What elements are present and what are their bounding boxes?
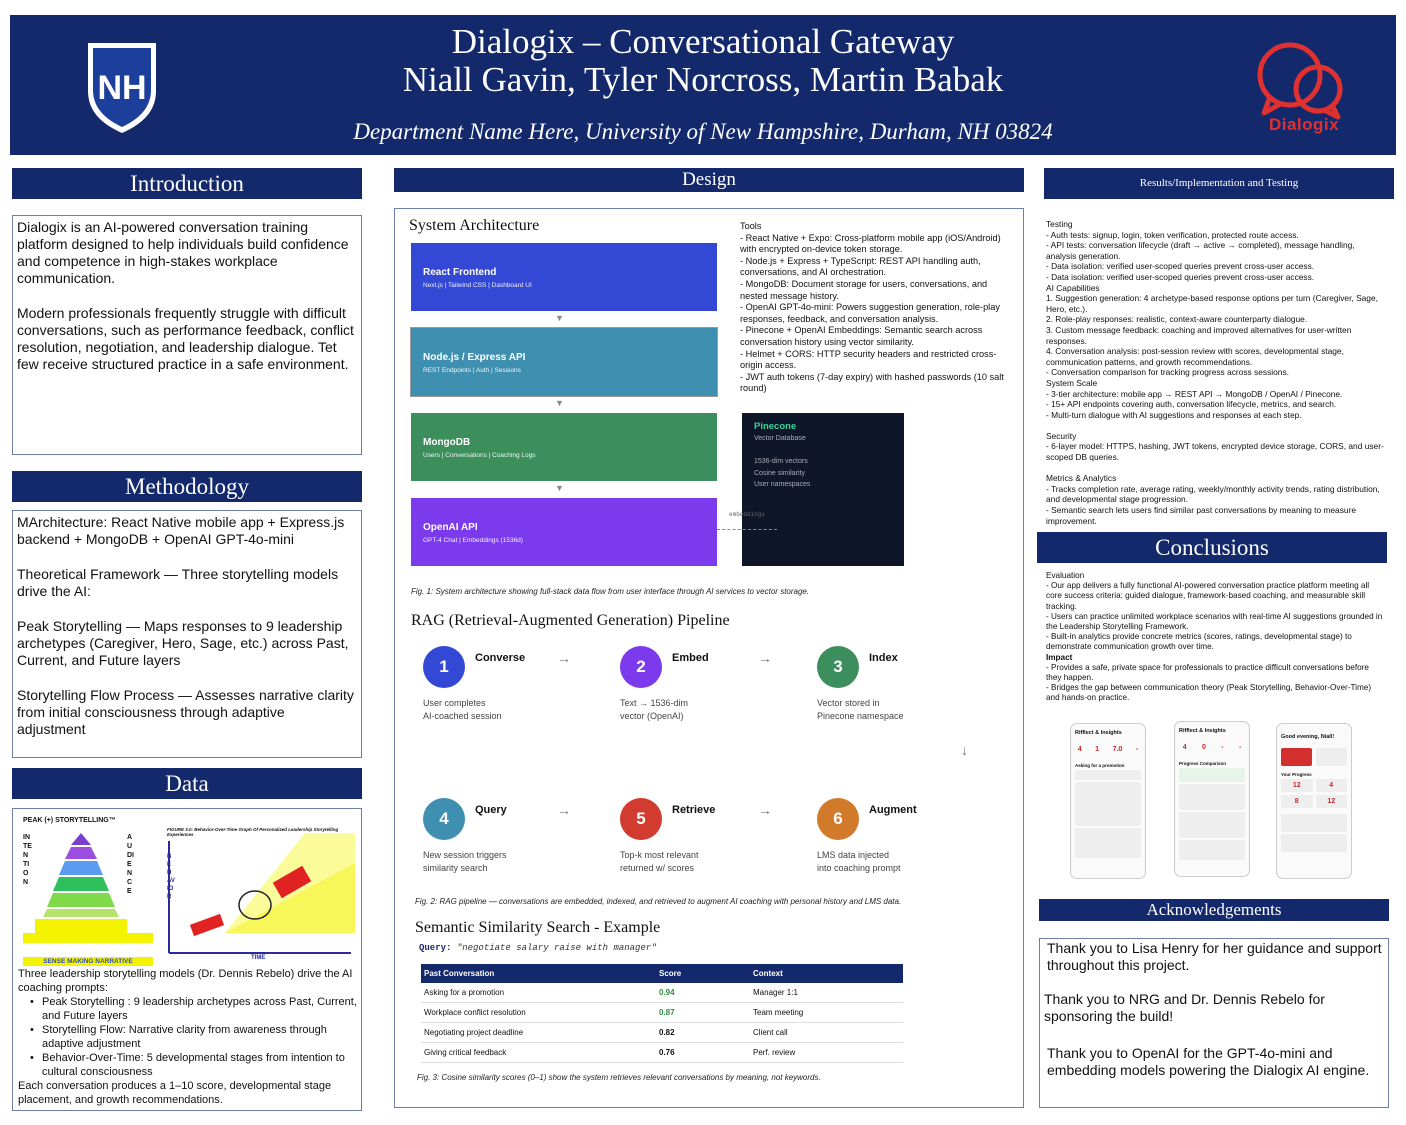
list-item: - Helmet + CORS: HTTP security headers a… bbox=[740, 348, 997, 371]
semantic-search-title: Semantic Similarity Search - Example bbox=[415, 919, 661, 936]
introduction-paragraph: Modern professionals frequently struggle… bbox=[17, 305, 354, 372]
list-item: - React Native + Expo: Cross-platform mo… bbox=[740, 232, 1001, 255]
design-panel: System Architecture React Frontend Next.… bbox=[394, 208, 1024, 1108]
arrow-down-icon: ▼ bbox=[555, 313, 564, 323]
tools-list: Tools - React Native + Expo: Cross-platf… bbox=[740, 221, 1008, 395]
similarity-table: Past Conversation Score Context Asking f… bbox=[421, 964, 903, 1063]
acknowledgements-panel: Thank you to Lisa Henry for her guidance… bbox=[1039, 938, 1389, 1108]
embeddings-connector bbox=[717, 529, 777, 530]
results-text: Testing - Auth tests: signup, login, tok… bbox=[1046, 219, 1384, 526]
figure-1-caption: Fig. 1: System architecture showing full… bbox=[411, 587, 810, 596]
dialogix-chat-bubbles-logo-icon bbox=[1257, 42, 1343, 120]
table-header-row: Past Conversation Score Context bbox=[421, 964, 903, 983]
poster-title: Dialogix – Conversational Gateway bbox=[451, 22, 955, 61]
arrow-right-icon: → bbox=[758, 650, 772, 666]
figure-3-caption: Fig. 3: Cosine similarity scores (0–1) s… bbox=[417, 1073, 821, 1082]
intention-letters: INTENTION bbox=[23, 834, 32, 886]
results-heading: Results/Implementation and Testing bbox=[1044, 168, 1394, 199]
figure-2-caption: Fig. 2: RAG pipeline — conversations are… bbox=[415, 897, 902, 906]
methodology-paragraph: Theoretical Framework — Three storytelli… bbox=[17, 566, 339, 599]
data-heading: Data bbox=[12, 768, 362, 799]
behavior-axis-label: BEHAVIOR bbox=[167, 854, 175, 900]
methodology-paragraph: MArchitecture: React Native mobile app +… bbox=[17, 514, 345, 547]
data-bullet-list: Peak Storytelling : 9 leadership archety… bbox=[18, 995, 358, 1079]
methodology-panel: MArchitecture: React Native mobile app +… bbox=[12, 510, 362, 758]
pinecone-block: Pinecone Vector Database 1536-dim vector… bbox=[742, 413, 904, 566]
arrow-down-icon: ↓ bbox=[961, 742, 968, 758]
peak-storytelling-title: PEAK (+) STORYTELLING™ bbox=[23, 817, 116, 824]
poster-department: Department Name Here, University of New … bbox=[353, 119, 1053, 144]
dialogix-logo-text: Dialogix bbox=[1268, 115, 1340, 134]
acknowledgement-paragraph: Thank you to NRG and Dr. Dennis Rebelo f… bbox=[1044, 991, 1325, 1024]
arch-block-mongodb: MongoDB Users | Conversations | Coaching… bbox=[411, 413, 717, 481]
acknowledgement-paragraph: Thank you to OpenAI for the GPT-4o-mini … bbox=[1047, 1045, 1370, 1078]
acknowledgements-heading: Acknowledgements bbox=[1039, 899, 1389, 921]
list-item: Behavior-Over-Time: 5 developmental stag… bbox=[30, 1051, 358, 1079]
arrow-right-icon: → bbox=[557, 650, 571, 666]
svg-text:NH: NH bbox=[97, 69, 146, 107]
table-row: Giving critical feedback 0.76 Perf. revi… bbox=[421, 1042, 903, 1063]
list-item: - Pinecone + OpenAI Embeddings: Semantic… bbox=[740, 325, 983, 347]
conclusions-heading: Conclusions bbox=[1037, 532, 1387, 563]
data-panel: PEAK (+) STORYTELLING™ INTENTION AUDIENC… bbox=[12, 808, 362, 1111]
poster-header: NH Dialogix – Conversational Gateway Nia… bbox=[10, 15, 1396, 155]
peak-pyramid-icon bbox=[35, 833, 127, 933]
behavior-over-time-title: FIGURE 3.0: Behavior-Over-Time Graph Of … bbox=[167, 827, 339, 837]
architecture-title: System Architecture bbox=[409, 217, 540, 234]
arrow-down-icon: ▼ bbox=[555, 483, 564, 493]
design-heading: Design bbox=[394, 168, 1024, 192]
embeddings-link-label: embeddings bbox=[729, 511, 766, 518]
poster-authors: Niall Gavin, Tyler Norcross, Martin Baba… bbox=[402, 60, 1004, 99]
arch-block-api: Node.js / Express API REST Endpoints | A… bbox=[410, 327, 718, 397]
time-axis-label: TIME bbox=[251, 955, 266, 961]
methodology-paragraph: Peak Storytelling — Maps responses to 9 … bbox=[17, 618, 349, 668]
arch-block-frontend: React Frontend Next.js | Tailwind CSS | … bbox=[411, 243, 717, 311]
methodology-heading: Methodology bbox=[12, 471, 362, 502]
methodology-paragraph: Storytelling Flow Process — Assesses nar… bbox=[17, 687, 354, 737]
list-item: - MongoDB: Document storage for users, c… bbox=[740, 278, 988, 301]
table-row: Workplace conflict resolution 0.87 Team … bbox=[421, 1002, 903, 1023]
app-screenshot-home: Good evening, Niall! Your Progress 12 4 … bbox=[1276, 723, 1352, 879]
app-screenshot-progress: Rifflect & Insights 4 0 - - Progress Com… bbox=[1174, 721, 1250, 877]
app-screenshot-reflect: Rifflect & Insights 4 1 7.0 - Asking for… bbox=[1070, 723, 1146, 879]
audience-letters: AUDIENCE bbox=[127, 834, 134, 895]
arrow-right-icon: → bbox=[557, 802, 571, 818]
unh-shield-logo-icon: NH bbox=[88, 43, 156, 133]
table-row: Negotiating project deadline 0.82 Client… bbox=[421, 1022, 903, 1043]
introduction-panel: Dialogix is an AI-powered conversation t… bbox=[12, 215, 362, 455]
sense-making-label: SENSE MAKING NARRATIVE bbox=[23, 957, 153, 966]
list-item: Storytelling Flow: Narrative clarity fro… bbox=[30, 1023, 358, 1051]
data-description: Three leadership storytelling models (Dr… bbox=[18, 967, 358, 1107]
list-item: - JWT auth tokens (7-day expiry) with ha… bbox=[740, 371, 1004, 394]
rag-title: RAG (Retrieval-Augmented Generation) Pip… bbox=[411, 612, 730, 629]
introduction-paragraph: Dialogix is an AI-powered conversation t… bbox=[17, 219, 349, 286]
arch-block-openai: OpenAI API GPT-4 Chat | Embeddings (1536… bbox=[411, 498, 717, 566]
list-item: - OpenAI GPT-4o-mini: Powers suggestion … bbox=[740, 302, 1000, 324]
storytelling-figure: PEAK (+) STORYTELLING™ INTENTION AUDIENC… bbox=[19, 813, 355, 966]
list-item: Peak Storytelling : 9 leadership archety… bbox=[30, 995, 358, 1023]
arrow-right-icon: → bbox=[758, 802, 772, 818]
arrow-down-icon: ▼ bbox=[555, 398, 564, 408]
list-item: - Node.js + Express + TypeScript: REST A… bbox=[740, 255, 981, 278]
query-line: Query: "negotiate salary raise with mana… bbox=[419, 943, 657, 953]
behavior-over-time-chart-icon bbox=[168, 833, 355, 954]
introduction-heading: Introduction bbox=[12, 168, 362, 199]
conclusions-text: Evaluation - Our app delivers a fully fu… bbox=[1046, 571, 1383, 703]
acknowledgement-paragraph: Thank you to Lisa Henry for her guidance… bbox=[1047, 940, 1382, 973]
table-row: Asking for a promotion 0.94 Manager 1:1 bbox=[421, 983, 903, 1003]
